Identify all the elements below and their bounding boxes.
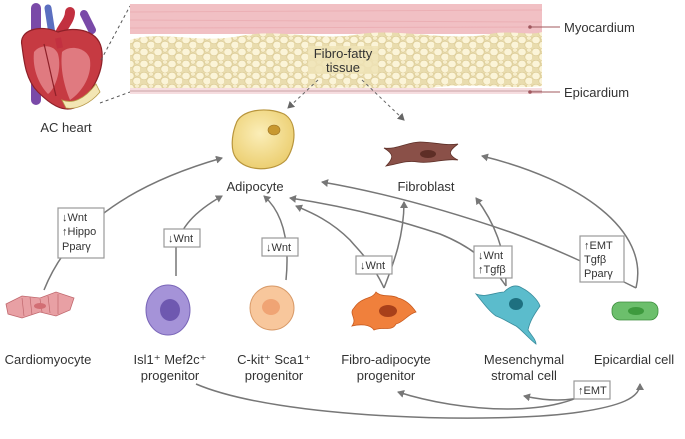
arrow-fibroadipocyte-to-fibroblast — [383, 201, 408, 289]
epicardial-label: Epicardial cell — [594, 352, 674, 367]
mesenchymal-label-line2: stromal cell — [491, 368, 557, 383]
signal-text: Pparγ — [584, 268, 613, 280]
signal-text: ↓Wnt — [266, 242, 291, 254]
signal-box-fibroadipocyte: ↓Wnt — [355, 255, 393, 275]
ckit-label-line1: C-kit⁺ Sca1⁺ — [237, 352, 311, 367]
adipocyte-label: Adipocyte — [226, 179, 283, 194]
fibro-fatty-label-bg — [308, 46, 378, 74]
signal-text: ↓Wnt — [478, 250, 503, 262]
tissue-to-adipocyte-arrow — [287, 79, 319, 109]
signal-text: ↓Wnt — [62, 212, 87, 224]
arrow-epicardial-to-fibroblast — [481, 153, 639, 289]
heart-label: AC heart — [40, 120, 92, 135]
isl1-label-line1: Isl1⁺ Mef2c⁺ — [134, 352, 207, 367]
signal-text: ↓Wnt — [168, 233, 193, 245]
zoom-line-top — [100, 5, 131, 61]
signal-box-emt: ↑EMT — [573, 380, 611, 400]
isl1-progenitor-cell — [145, 284, 191, 336]
mesenchymal-stromal-cell — [474, 285, 541, 345]
cardiomyocyte-label: Cardiomyocyte — [5, 352, 92, 367]
cardiomyocyte-cell — [5, 291, 75, 319]
signal-text: ↓Wnt — [360, 260, 385, 272]
isl1-label-line2: progenitor — [141, 368, 200, 383]
signal-text: ↑EMT — [584, 240, 613, 252]
heart-illustration — [21, 3, 103, 110]
myocardium-label: Myocardium — [564, 20, 635, 35]
arrow-epicardial-to-fibroadipocyte — [397, 383, 601, 410]
fibroblast-label: Fibroblast — [397, 179, 454, 194]
fibroadipocyte-label-line2: progenitor — [357, 368, 416, 383]
fibro-fatty-label-line2: tissue — [326, 60, 360, 75]
fibroblast-cell — [383, 141, 459, 167]
arrow-isl1-to-epicardial — [195, 383, 644, 419]
signal-text: ↑Hippo — [62, 226, 96, 238]
arrow-isl1-to-adipocyte — [175, 195, 223, 276]
epicardial-cell — [611, 301, 659, 321]
signal-text: ↑Tgfβ — [478, 264, 506, 276]
arrow-ckit-to-adipocyte — [263, 195, 288, 281]
tissue-to-fibroblast-arrow — [361, 79, 405, 121]
signal-box-isl1: ↓Wnt — [163, 228, 201, 248]
adipocyte-cell — [231, 109, 295, 170]
fibroadipocyte-progenitor-cell — [351, 291, 417, 331]
myocardium-layer — [130, 4, 542, 34]
signal-box-ckit: ↓Wnt — [261, 237, 299, 257]
signal-text: Tgfβ — [584, 254, 606, 266]
zoom-line-bottom — [99, 91, 131, 104]
signal-text: Pparγ — [62, 241, 91, 253]
arrow-fibroadipocyte-to-adipocyte — [295, 204, 385, 289]
fibroadipocyte-label-line1: Fibro-adipocyte — [341, 352, 431, 367]
signal-box-epicardial: ↑EMT Tgfβ Pparγ — [579, 235, 625, 283]
fibro-fatty-label-line1: Fibro-fatty — [314, 46, 373, 61]
signal-text: ↑EMT — [578, 385, 607, 397]
ckit-label-line2: progenitor — [245, 368, 304, 383]
signal-box-mesenchymal: ↓Wnt ↑Tgfβ — [473, 245, 513, 279]
signal-box-cardiomyocyte: ↓Wnt ↑Hippo Pparγ — [57, 207, 105, 259]
epicardium-label: Epicardium — [564, 85, 629, 100]
ckit-progenitor-cell — [249, 285, 295, 331]
mesenchymal-label-line1: Mesenchymal — [484, 352, 564, 367]
